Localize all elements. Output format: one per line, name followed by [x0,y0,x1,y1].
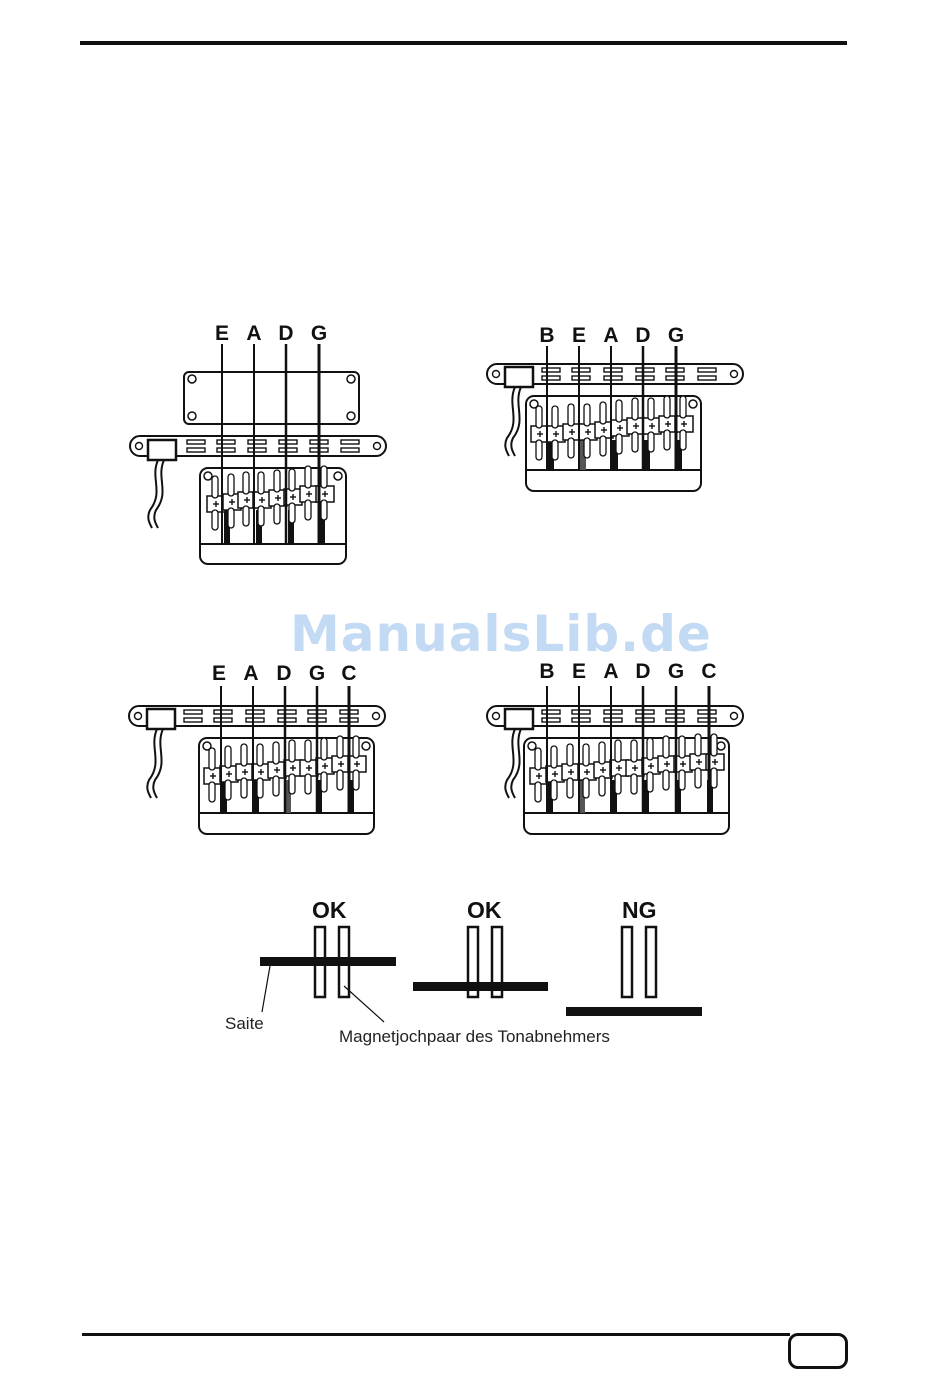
string-label: E [207,662,231,686]
string-label: G [664,324,688,348]
string-caption: Saite [225,1014,264,1034]
string-label: C [697,660,721,684]
watermark: ManualsLib.de [290,605,712,663]
string-label: A [599,324,623,348]
string-label: G [307,322,331,346]
string-label: A [239,662,263,686]
string-label: A [242,322,266,346]
string-label: B [535,660,559,684]
string-label: E [567,660,591,684]
string-label: A [599,660,623,684]
diagram-2 [487,346,743,491]
alignment-diagram [260,927,702,1022]
ok-label-1: OK [312,897,347,924]
string-label: E [210,322,234,346]
ok-label-2: OK [467,897,502,924]
pole-caption: Magnetjochpaar des Tonabnehmers [339,1027,610,1047]
string-label: G [305,662,329,686]
string-label: G [664,660,688,684]
string-label: D [631,324,655,348]
string-label: D [631,660,655,684]
string-label: E [567,324,591,348]
diagram-4 [487,686,743,834]
string-label: B [535,324,559,348]
ng-label: NG [622,897,657,924]
string-label: C [337,662,361,686]
string-label: D [272,662,296,686]
diagram-3 [129,686,385,834]
diagram-1 [130,344,386,564]
string-label: D [274,322,298,346]
